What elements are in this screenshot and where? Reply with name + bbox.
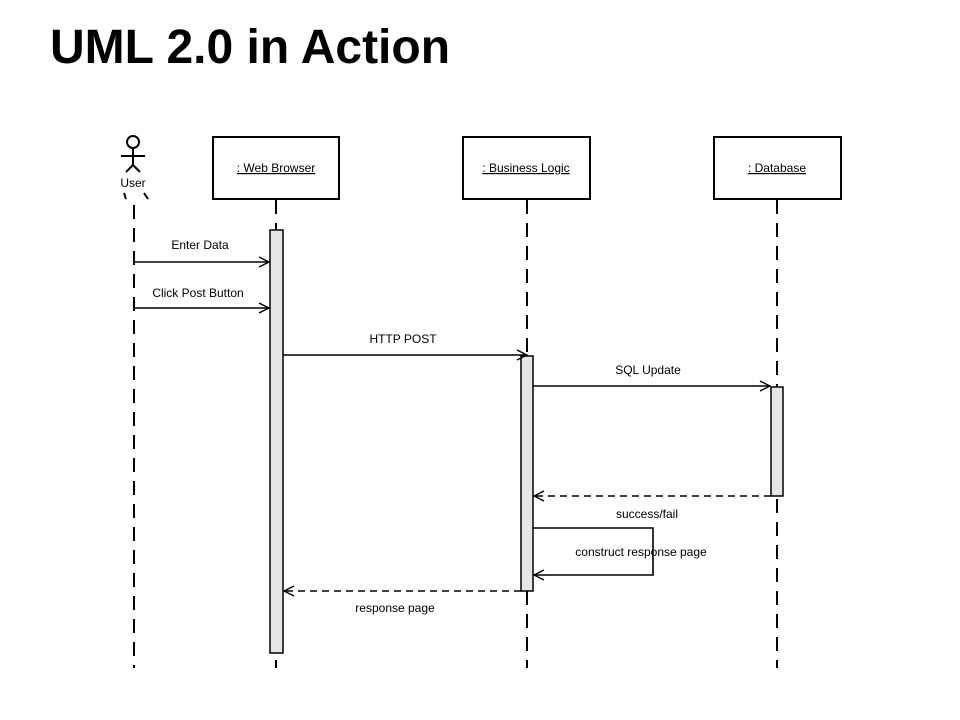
lifeline-box-database: : Database (713, 136, 842, 200)
actor-leg-left (125, 164, 134, 173)
actor-mark-right (143, 192, 149, 200)
message-label: success/fail (616, 507, 678, 521)
activation-browser (269, 229, 284, 654)
lifeline-label-browser: : Web Browser (237, 161, 315, 175)
message-enter-data: Enter Data (134, 238, 269, 262)
message-arrow (533, 527, 654, 575)
lifeline-box-logic: : Business Logic (462, 136, 591, 200)
lifeline-box-browser: : Web Browser (212, 136, 340, 200)
actor-head (126, 135, 140, 149)
message-response-page: response page (284, 591, 521, 615)
message-click-post: Click Post Button (134, 286, 269, 308)
actor-leg-right (132, 164, 141, 173)
message-label: construct response page (575, 545, 707, 559)
message-label: response page (355, 601, 435, 615)
message-construct-page: construct response page (533, 527, 707, 575)
message-label: Enter Data (171, 238, 229, 252)
message-label: HTTP POST (369, 332, 437, 346)
lifeline-box (462, 136, 591, 200)
message-http-post: HTTP POST (283, 332, 527, 355)
message-success-fail: success/fail (534, 496, 771, 521)
message-label: SQL Update (615, 363, 681, 377)
lifeline-box (212, 136, 340, 200)
actor-label: User (120, 176, 145, 190)
lifeline-label-logic: : Business Logic (482, 161, 569, 175)
message-label: Click Post Button (152, 286, 243, 300)
slide-title: UML 2.0 in Action (50, 21, 451, 74)
lifeline-box (713, 136, 842, 200)
user-actor: User (120, 135, 149, 200)
message-sql-update: SQL Update (533, 363, 770, 386)
lifeline-label-database: : Database (748, 161, 806, 175)
actor-mark-left (123, 192, 127, 200)
activation-database (770, 386, 784, 497)
activation-logic (520, 355, 534, 592)
